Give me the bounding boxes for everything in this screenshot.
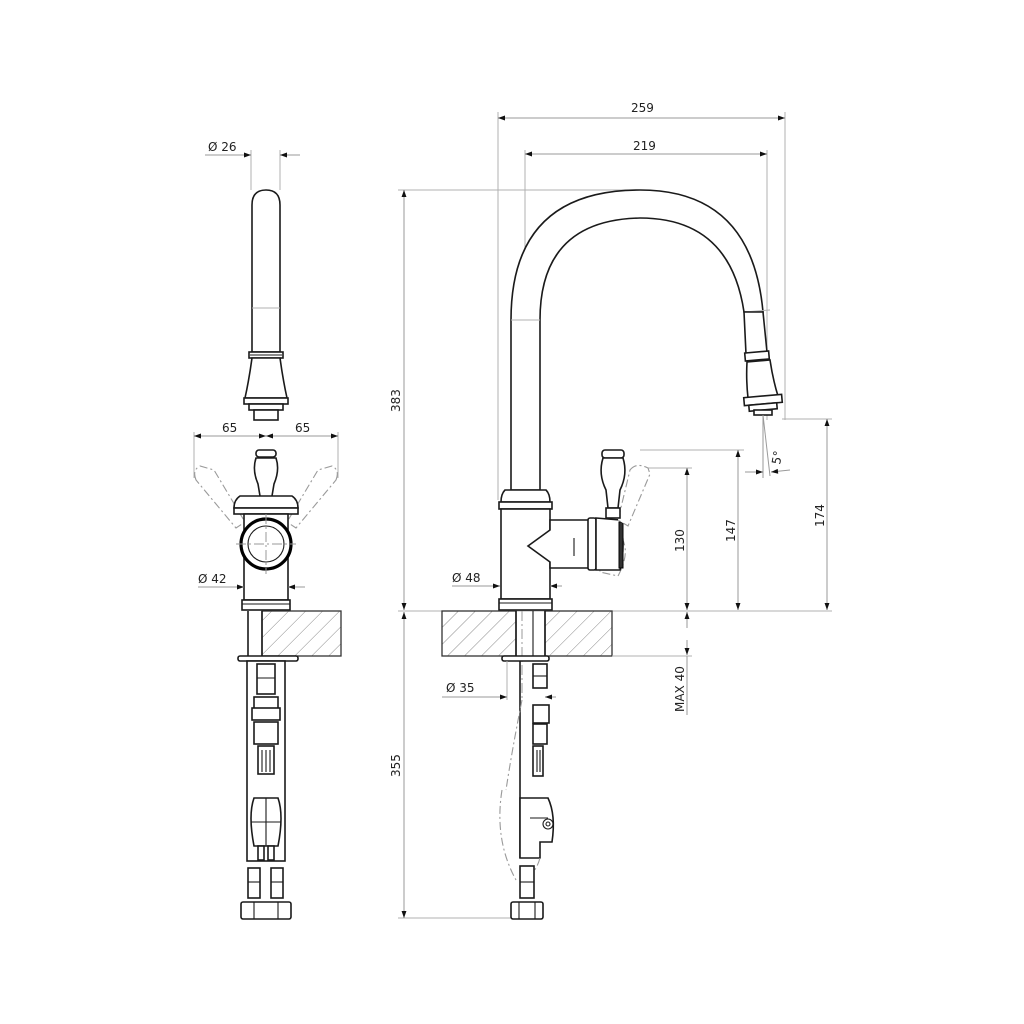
front-supply-connectors — [240, 867, 292, 920]
deck-section-side-left — [441, 610, 517, 657]
spout-reach-label: 219 — [633, 139, 656, 153]
deck-section-front — [261, 610, 342, 657]
dim-spout-reach: 219 — [524, 139, 768, 420]
side-hose-assembly — [499, 661, 555, 881]
body-diameter-front-label: Ø 42 — [198, 572, 227, 586]
dim-overall-reach: 259 — [497, 101, 786, 500]
handle-reach-left-label: 65 — [222, 421, 237, 435]
dim-handle-height: 147 — [640, 449, 744, 610]
front-handle — [233, 449, 299, 515]
side-body — [498, 489, 626, 611]
body-diameter-side-label: Ø 48 — [452, 571, 481, 585]
dim-spout-diameter: Ø 26 — [205, 140, 300, 190]
side-spout — [510, 189, 784, 491]
dim-body-diameter-front: Ø 42 — [198, 572, 305, 590]
phantom-handle-left — [194, 465, 246, 529]
phantom-handle-right — [286, 465, 338, 529]
spout-outlet-height-label: 174 — [813, 504, 827, 527]
dim-handle-reach: 65 65 — [193, 421, 339, 478]
deck-section-side-right — [544, 610, 613, 657]
dim-hose-length: 355 — [389, 612, 520, 919]
front-body — [236, 513, 296, 611]
front-hose-assembly — [246, 660, 286, 862]
front-view: Ø 26 65 65 — [193, 140, 342, 920]
lever-height-label: 130 — [673, 529, 687, 552]
deck-thickness-label: MAX 40 — [673, 666, 687, 712]
overall-reach-label: 259 — [631, 101, 654, 115]
handle-height-label: 147 — [724, 519, 738, 542]
hose-length-label: 355 — [389, 754, 403, 777]
pull-out-hose-phantom — [499, 789, 517, 881]
front-spout — [243, 189, 289, 421]
dim-body-diameter-side: Ø 48 — [452, 571, 562, 589]
spout-diameter-label: Ø 26 — [208, 140, 237, 154]
dim-outlet-angle: 5° — [745, 414, 791, 478]
dim-deck-thickness: MAX 40 — [612, 612, 692, 715]
outlet-angle-label: 5° — [769, 450, 785, 466]
side-view: 259 219 383 355 — [389, 101, 832, 920]
side-supply-connector — [510, 865, 544, 920]
lever-cap-ring — [618, 521, 624, 569]
dim-overall-height: 383 — [389, 189, 640, 610]
handle-reach-right-label: 65 — [295, 421, 310, 435]
overall-height-label: 383 — [389, 389, 403, 412]
dim-spout-outlet-height: 174 — [782, 418, 832, 610]
dim-lever-height: 130 — [648, 467, 692, 610]
dim-shank-diameter: Ø 35 — [442, 661, 556, 700]
shank-diameter-label: Ø 35 — [446, 681, 475, 695]
side-handle — [600, 449, 651, 527]
